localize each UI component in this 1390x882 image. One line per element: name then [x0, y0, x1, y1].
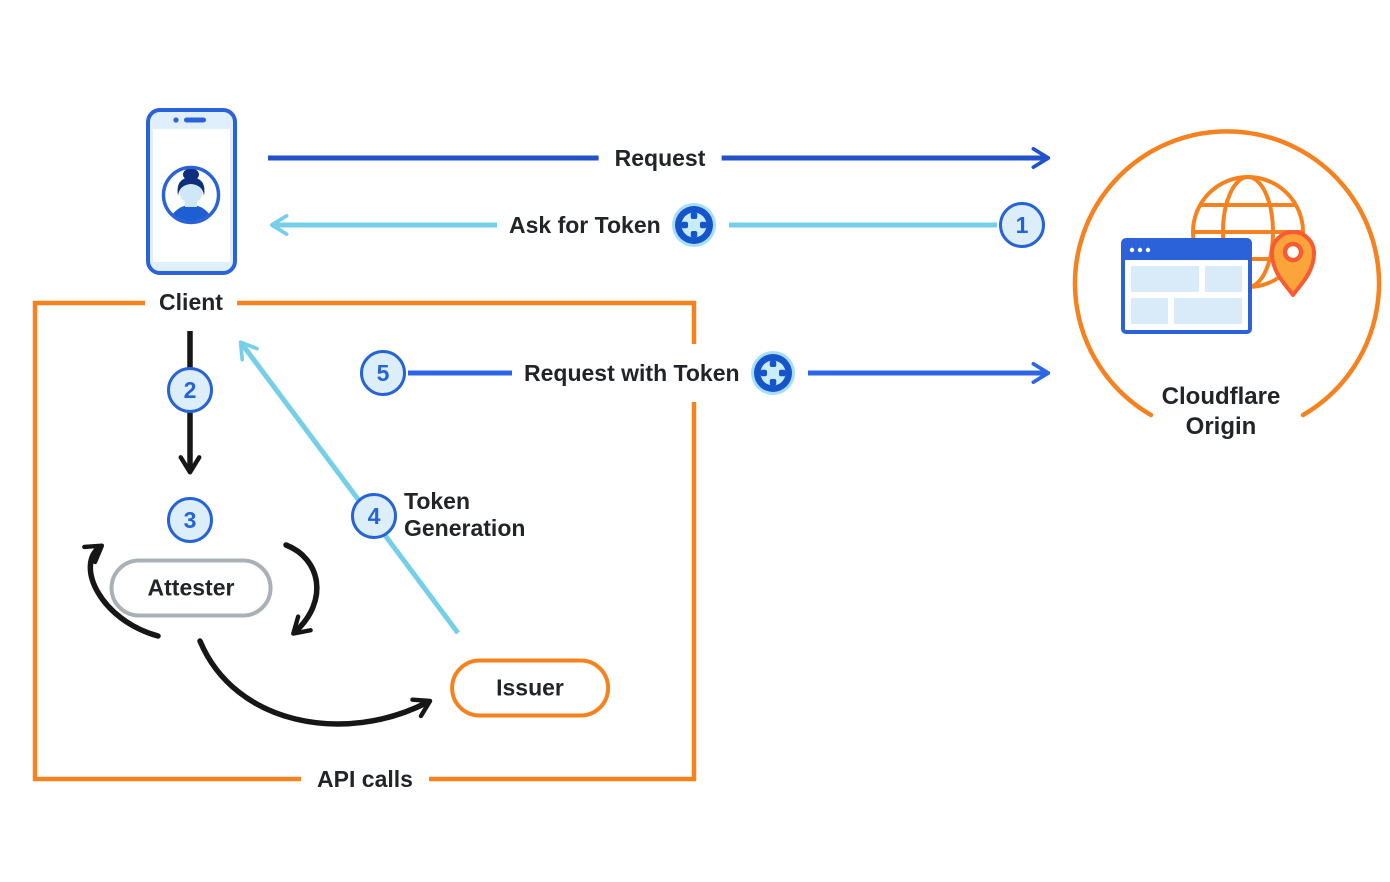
token-generation-label: Token Generation: [404, 488, 525, 542]
step-3-badge: 3: [167, 497, 213, 543]
token-icon: [750, 351, 795, 395]
cloudflare-origin-label-line2: Origin: [1185, 413, 1257, 440]
attester-label: Attester: [147, 574, 235, 601]
step-4-badge: 4: [351, 493, 397, 539]
issuer-node: Issuer: [450, 658, 610, 718]
cloudflare-origin-label: Cloudflare Origin: [1162, 382, 1281, 442]
globe-icon: [1191, 175, 1305, 289]
request-with-token-text: Request with Token: [524, 359, 740, 386]
attester-loop-arrows: [82, 542, 320, 639]
cloudflare-origin-label-line1: Cloudflare: [1161, 383, 1281, 410]
token-generation-label-line1: Token: [404, 488, 471, 514]
step-5-badge: 5: [360, 350, 406, 396]
issuer-label: Issuer: [496, 674, 564, 701]
token-generation-label-line2: Generation: [404, 515, 526, 541]
ask-for-token-arrow-label: Ask for Token: [497, 196, 729, 254]
user-avatar-icon: [161, 165, 221, 225]
client-label: Client: [145, 286, 237, 318]
step-2-badge: 2: [167, 367, 213, 413]
browser-window-icon: [1121, 238, 1252, 334]
attester-node: Attester: [109, 558, 273, 618]
token-generation-arrow: [238, 340, 461, 635]
request-with-token-arrow-label: Request with Token: [512, 344, 808, 402]
attester-to-issuer-arrow: [197, 638, 433, 727]
step-1-badge: 1: [999, 202, 1045, 248]
ask-for-token-text: Ask for Token: [509, 211, 661, 238]
location-pin-icon: [1270, 230, 1316, 297]
request-arrow-label: Request: [598, 140, 722, 176]
api-calls-label: API calls: [301, 763, 429, 795]
origin-circle: [1072, 129, 1382, 418]
token-icon: [671, 203, 716, 247]
